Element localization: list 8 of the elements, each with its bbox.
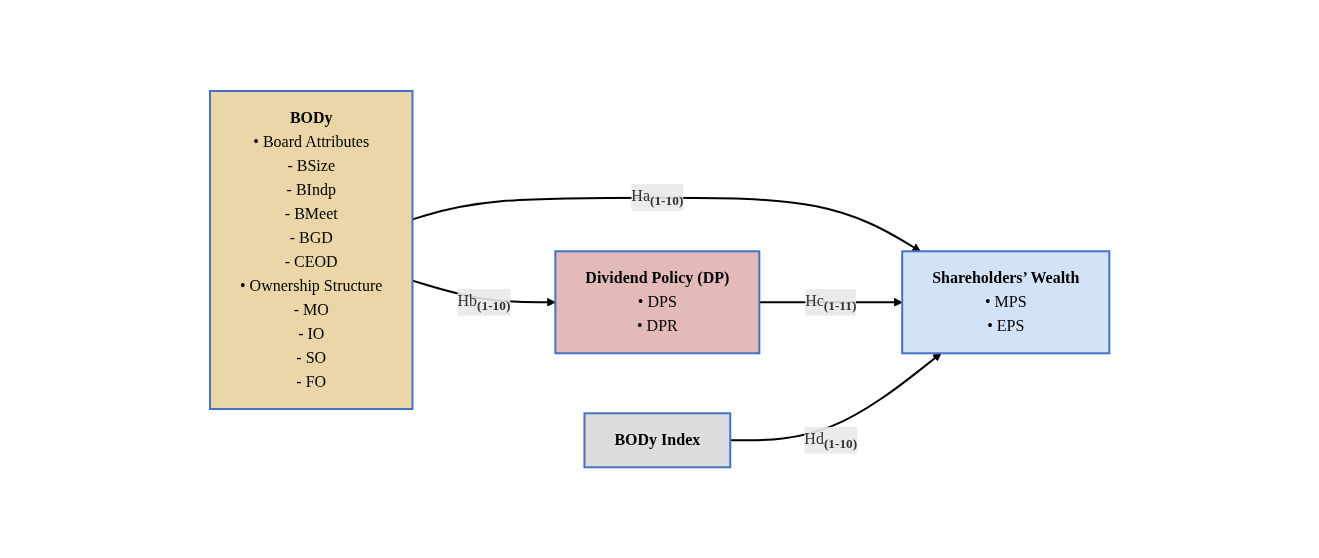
edge-label: Hb$_{(1-10)}$ [457, 291, 511, 313]
node-box: Dividend Policy (DP) • DPS • DPR [554, 250, 761, 355]
edge-label: Ha$_{(1-10)}$ [631, 186, 684, 209]
node-box: BODy Index [583, 412, 732, 469]
node-box: BODy • Board Attributes - BSize - BIndp - BMeet - BGD - CEOD • Ownership Structure - MO - IO - SO - FO [208, 89, 414, 410]
edge-label: Hd$_{(1-10)}$ [804, 429, 858, 451]
edge-label: Hc$_{(1-11)}$ [804, 291, 857, 313]
node-box: Shareholders’ Wealth • MPS • EPS [901, 250, 1111, 355]
